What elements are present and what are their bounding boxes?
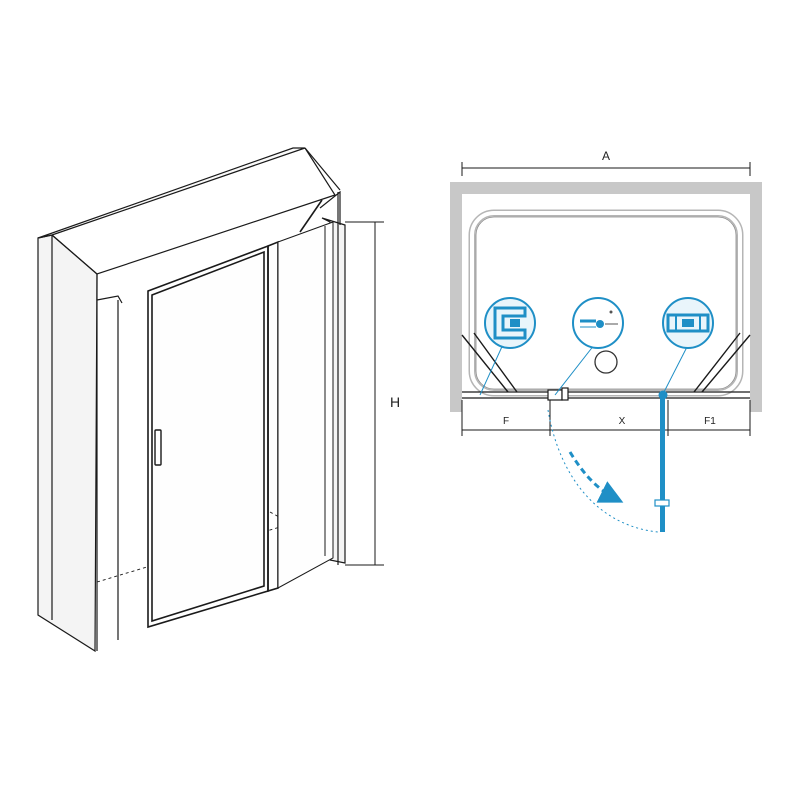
swing-arc [547,409,659,533]
plan-view: A F X [450,149,762,533]
left-wall-profile [96,295,123,640]
wall-frame [450,182,762,412]
stabilizer-bars [461,332,751,393]
segment-dimension [461,400,751,436]
overall-width-dimension [461,162,751,176]
drain [594,350,618,374]
swing-arrow [568,451,624,503]
segment-label-left: F [503,416,509,427]
segment-label-middle: X [619,416,626,427]
fixed-panel-connector-icon [662,297,714,349]
stabilizer-bar [299,199,323,233]
fixed-panel [267,221,334,593]
door-handle [154,429,162,466]
door-panel [147,244,269,629]
wall-profile-icon [484,297,536,349]
ceiling-beam [37,147,341,275]
segment-label-right: F1 [704,416,716,427]
shower-tray [468,209,744,397]
door-hinge-icon [572,297,624,349]
open-door [654,390,670,532]
perspective-view [37,147,384,653]
callout-lines [479,339,689,396]
left-wall [37,234,98,653]
height-dimension [345,221,384,566]
overall-width-label: A [602,149,610,163]
height-label: H [390,394,400,410]
